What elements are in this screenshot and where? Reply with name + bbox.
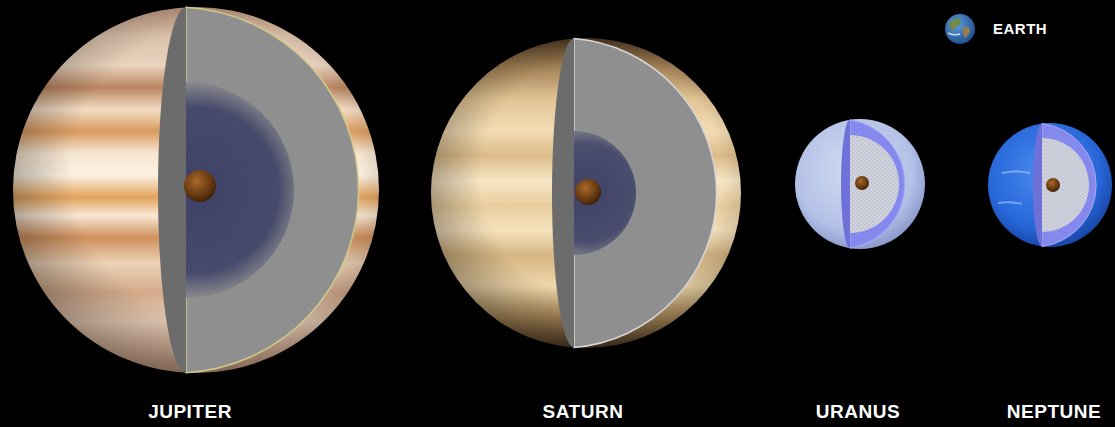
neptune-cutaway <box>988 123 1112 247</box>
saturn-cutaway <box>431 38 741 348</box>
uranus-outer-layer <box>850 120 905 248</box>
earth-cloud <box>948 33 960 35</box>
saturn-metallic-hydrogen <box>574 131 636 255</box>
neptune-outer-layer <box>1042 124 1096 247</box>
planet-name: SATURN <box>543 402 624 423</box>
neptune-mantle <box>1042 138 1089 232</box>
jupiter-surface <box>13 7 379 373</box>
planet-name: JUPITER <box>148 402 232 423</box>
neptune-cut-edge <box>1033 124 1042 247</box>
uranus-core <box>855 176 869 190</box>
saturn-cut-face <box>574 39 717 348</box>
uranus-cutaway <box>795 119 925 249</box>
earth-ocean <box>945 14 975 44</box>
earth-land <box>963 27 970 38</box>
uranus-cut-edge <box>841 120 850 248</box>
earth-globe <box>945 14 975 44</box>
planet-name: EARTH <box>993 21 1047 38</box>
jupiter-cutaway <box>13 7 379 373</box>
neptune-surface <box>988 123 1112 247</box>
neptune-cloud <box>998 202 1022 204</box>
uranus-mantle <box>850 135 899 233</box>
jupiter-cut-edge <box>158 7 186 372</box>
saturn-shading <box>431 38 741 348</box>
saturn-surface <box>431 38 741 348</box>
saturn-cut-edge <box>552 39 574 348</box>
saturn-core <box>575 179 601 205</box>
uranus-surface <box>795 119 925 249</box>
planet-name: NEPTUNE <box>1007 402 1101 423</box>
earth-land <box>949 18 961 31</box>
jupiter-shading <box>13 7 379 373</box>
neptune-cloud <box>1002 172 1030 174</box>
neptune-core <box>1046 178 1060 192</box>
jupiter-core <box>184 170 216 202</box>
planet-name: URANUS <box>816 402 900 423</box>
